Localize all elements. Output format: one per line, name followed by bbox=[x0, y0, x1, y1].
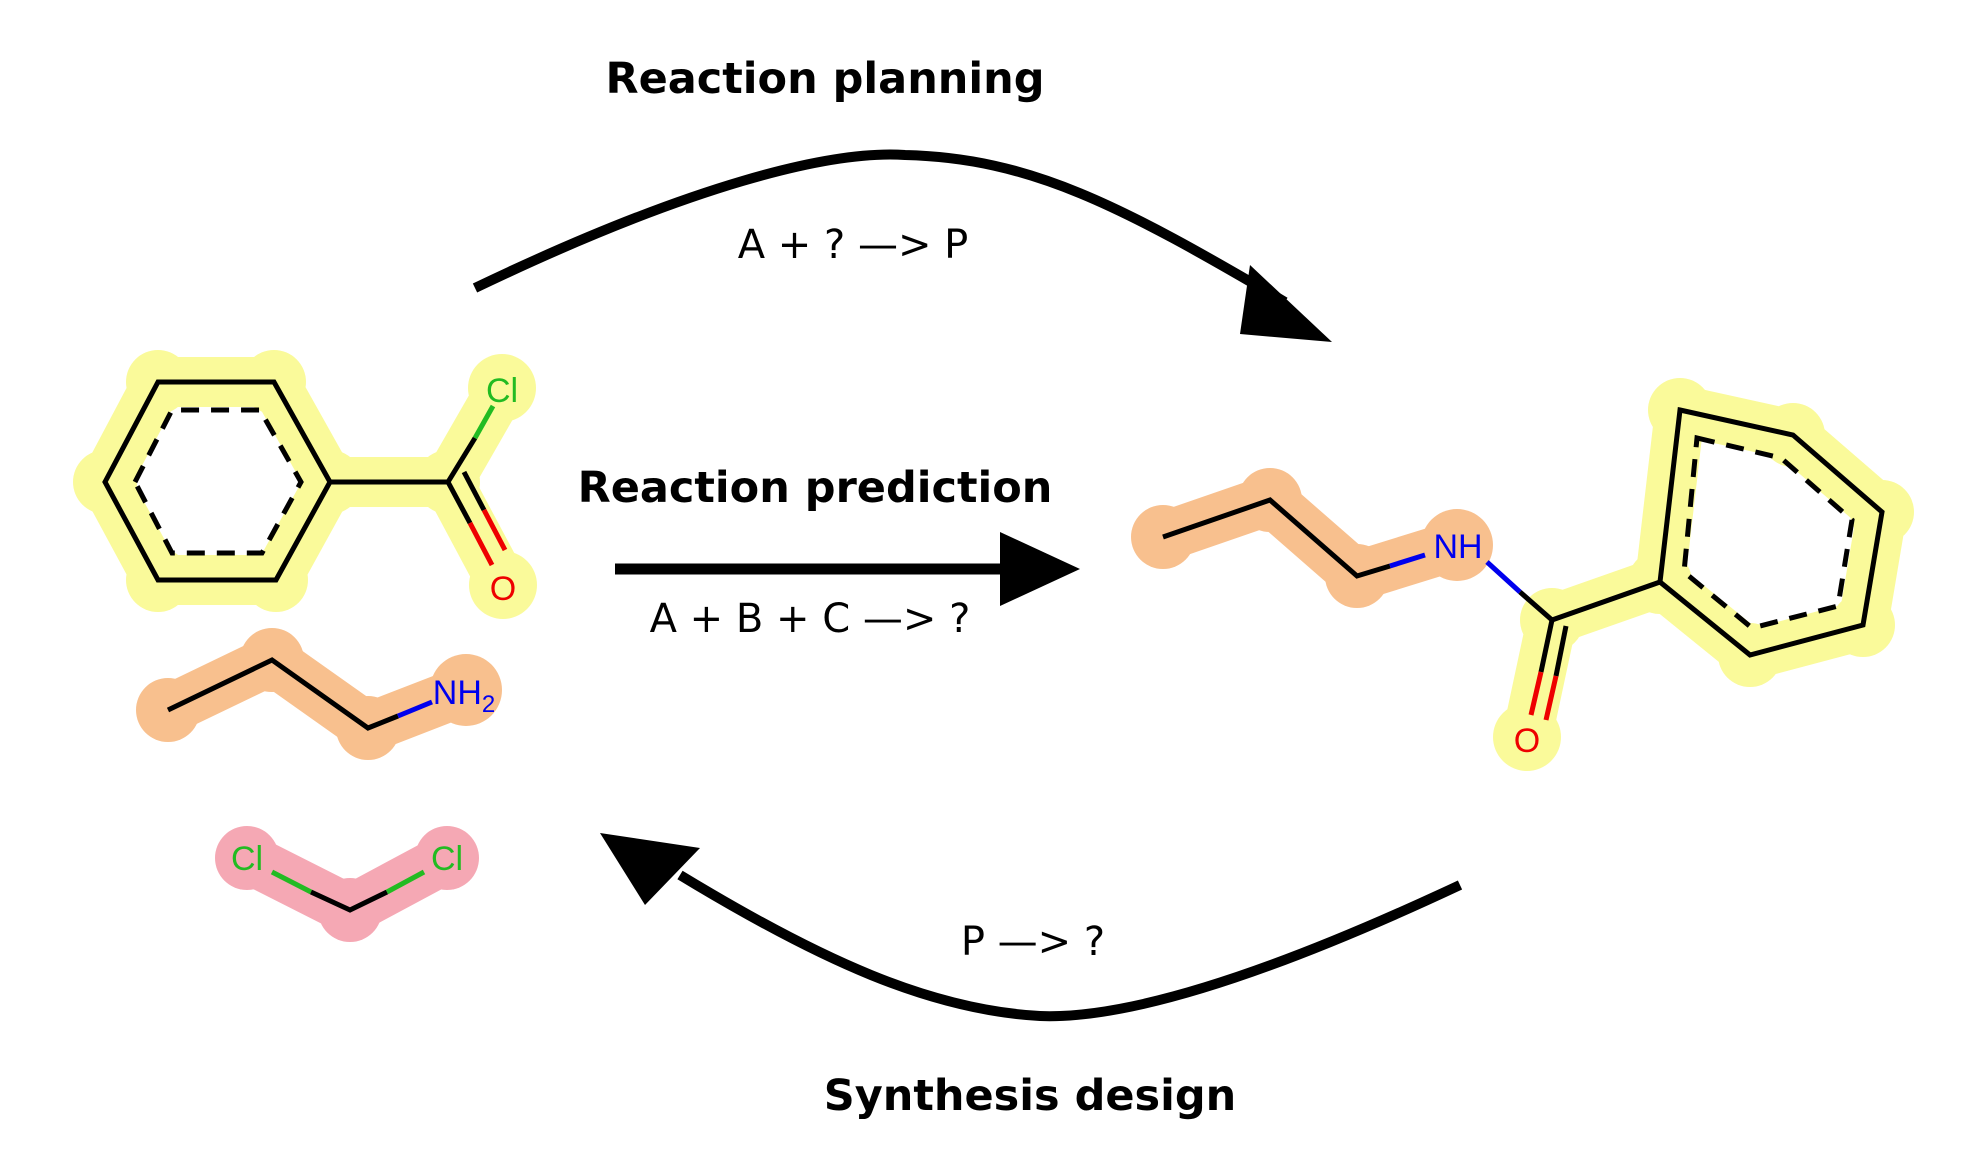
atom-oxygen: O bbox=[490, 570, 516, 608]
molecule-n-propylbenzamide: NH O bbox=[1131, 378, 1914, 771]
molecule-dichloroethane: Cl Cl bbox=[215, 826, 479, 942]
atom-amine-nh: NH bbox=[433, 674, 482, 712]
highlight-yellow bbox=[73, 350, 537, 619]
bonds bbox=[166, 657, 433, 731]
atom-amide-nitrogen: NH bbox=[1433, 528, 1482, 566]
atom-amide-oxygen: O bbox=[1514, 722, 1540, 760]
bonds bbox=[270, 869, 426, 913]
highlight-yellow bbox=[1493, 378, 1914, 771]
atom-chlorine-right: Cl bbox=[431, 840, 463, 878]
synthesis-design-arrow bbox=[600, 833, 1463, 1022]
atom-chlorine: Cl bbox=[486, 372, 518, 410]
reaction-planning-formula: A + ? —> P bbox=[738, 222, 969, 268]
bonds bbox=[1162, 406, 1885, 721]
atom-amine: NH2 bbox=[433, 674, 495, 718]
reaction-prediction-arrow bbox=[615, 532, 1080, 606]
atom-amine-subscript: 2 bbox=[482, 691, 495, 718]
reaction-planning-arrow bbox=[472, 149, 1332, 342]
molecule-benzoyl-chloride: Cl O bbox=[73, 350, 537, 619]
reaction-planning-title: Reaction planning bbox=[605, 54, 1044, 104]
reaction-prediction-formula: A + B + C —> ? bbox=[650, 596, 971, 642]
bonds bbox=[102, 379, 508, 583]
molecule-propylamine: NH2 bbox=[136, 628, 502, 760]
synthesis-design-formula: P —> ? bbox=[961, 919, 1105, 965]
atom-chlorine-left: Cl bbox=[231, 840, 263, 878]
reaction-prediction-title: Reaction prediction bbox=[578, 463, 1053, 513]
synthesis-design-title: Synthesis design bbox=[824, 1071, 1237, 1121]
